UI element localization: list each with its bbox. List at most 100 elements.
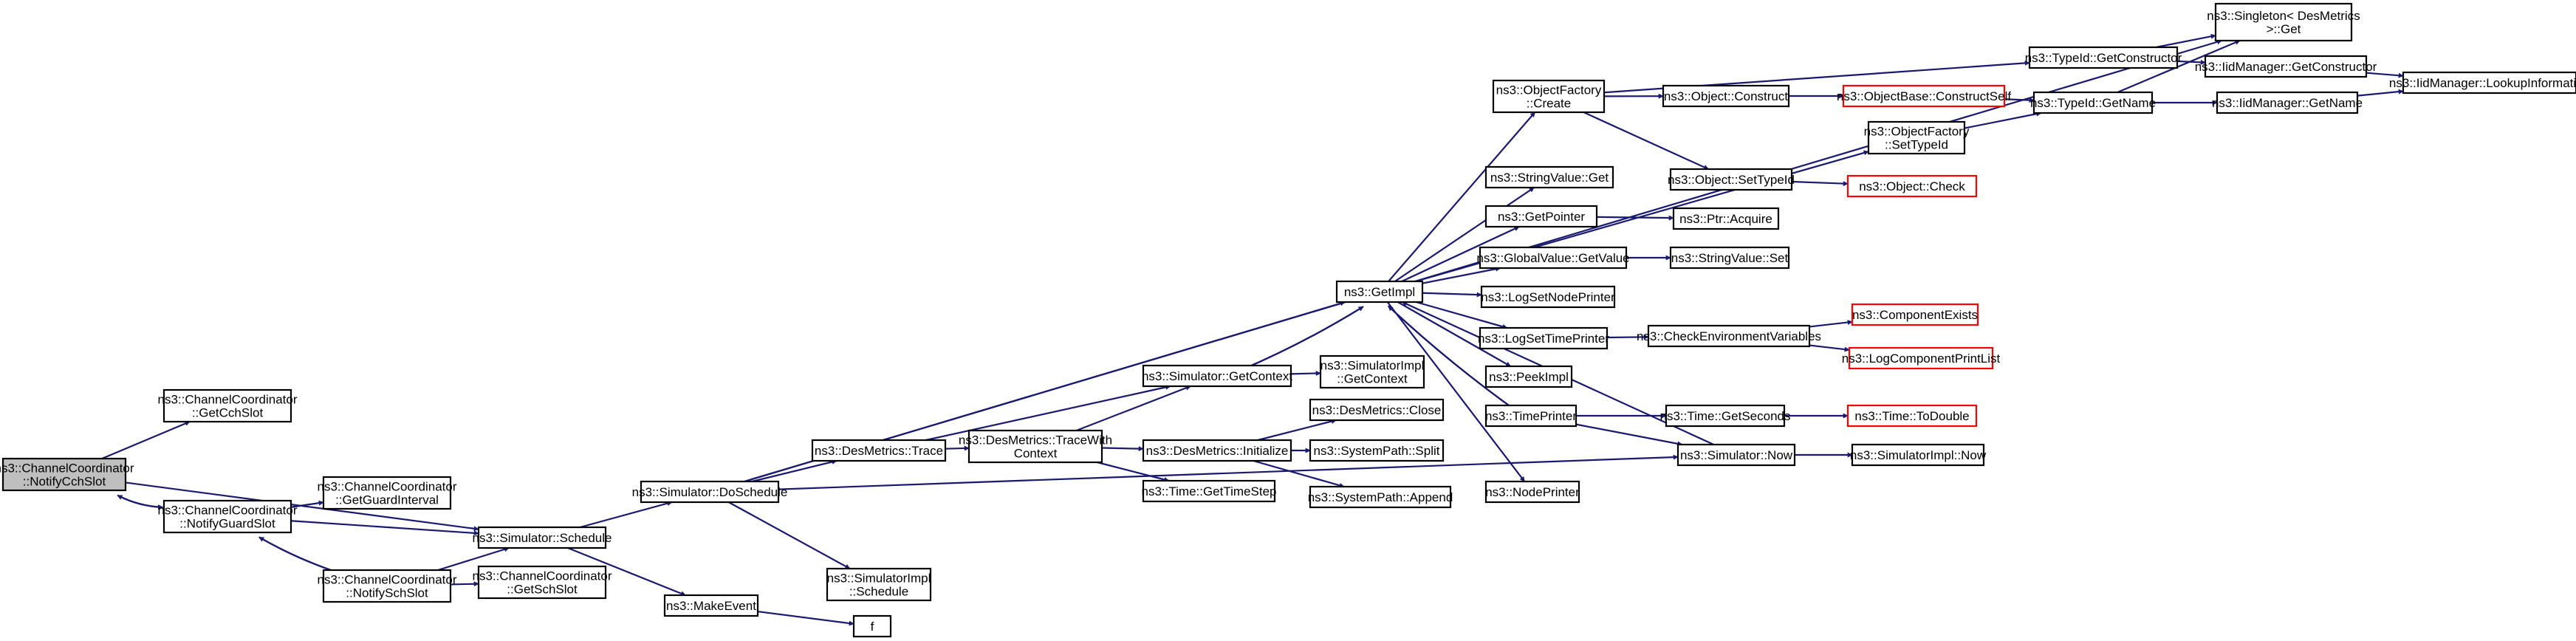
- graph-node-n9[interactable]: ns3::DesMetrics::Trace: [811, 439, 947, 462]
- node-box: [640, 480, 780, 504]
- graph-node-n40[interactable]: ns3::ObjectBase::ConstructSelf: [1837, 84, 2012, 108]
- node-label: ::GetContext: [1337, 372, 1408, 386]
- node-label: ns3::Simulator::GetContext: [1142, 369, 1292, 383]
- graph-node-n36[interactable]: ns3::CheckEnvironmentVariables: [1637, 324, 1821, 348]
- call-edge-n12-to-n15: [1097, 461, 1170, 482]
- graph-node-n46[interactable]: ns3::SimulatorImpl::Now: [1850, 443, 1987, 467]
- node-box: [1851, 443, 1985, 467]
- graph-node-n11[interactable]: f: [852, 614, 892, 638]
- graph-node-n44[interactable]: ns3::LogComponentPrintList: [1842, 346, 2001, 370]
- graph-node-n47[interactable]: ns3::IidManager::GetConstructor: [2195, 55, 2377, 78]
- graph-node-n18[interactable]: ns3::SystemPath::Split: [1309, 439, 1445, 462]
- graph-node-n21[interactable]: ns3::ObjectFactory::Create: [1492, 79, 1606, 114]
- graph-node-n25[interactable]: ns3::LogSetNodePrinter: [1480, 285, 1616, 309]
- call-edge-n12-to-n14: [1101, 446, 1144, 452]
- node-box: [1484, 165, 1614, 189]
- graph-node-n10[interactable]: ns3::SimulatorImpl::Schedule: [826, 567, 932, 602]
- node-box: [1484, 480, 1580, 504]
- call-edge-n12-to-n13: [1075, 385, 1191, 432]
- graph-node-n49[interactable]: ns3::IidManager::LookupInformation: [2389, 71, 2576, 95]
- node-label: ns3::ObjectFactory: [1864, 125, 1970, 139]
- call-edge-n8-to-n11: [757, 611, 854, 626]
- graph-node-n6[interactable]: ns3::ChannelCoordinator::GetSchSlot: [472, 565, 612, 600]
- graph-node-n37[interactable]: ns3::Time::GetSeconds: [1659, 404, 1791, 428]
- graph-node-n43[interactable]: ns3::ComponentExists: [1851, 303, 1979, 326]
- node-box: [322, 476, 452, 510]
- graph-node-n13[interactable]: ns3::Simulator::GetContext: [1142, 364, 1292, 388]
- graph-node-n3[interactable]: ns3::ChannelCoordinator::GetGuardInterva…: [317, 476, 457, 510]
- node-label: ::SetTypeId: [1885, 138, 1948, 152]
- call-edge-n5-to-n4: [437, 546, 510, 572]
- graph-node-n5[interactable]: ns3::ChannelCoordinator::NotifySchSlot: [317, 569, 457, 603]
- node-box: [1309, 439, 1445, 462]
- node-label: ns3::TypeId::GetConstructor: [2025, 51, 2182, 65]
- graph-node-n24[interactable]: ns3::GlobalValue::GetValue: [1476, 246, 1630, 270]
- node-label: ns3::Simulator::Schedule: [473, 531, 612, 545]
- graph-node-n8[interactable]: ns3::MakeEvent: [663, 594, 759, 617]
- call-edge-n40-to-n41: [2004, 97, 2035, 103]
- graph-node-n33[interactable]: ns3::Object::SetTypeId: [1668, 168, 1795, 191]
- node-label: ns3::StringValue::Get: [1490, 171, 1609, 185]
- call-edge-n7-to-n38: [778, 454, 1679, 490]
- graph-node-n31[interactable]: ns3::Object::Construct: [1662, 84, 1790, 108]
- graph-node-n0[interactable]: ns3::ChannelCoordinator::NotifyCchSlot: [0, 457, 134, 492]
- graph-node-n42[interactable]: ns3::Object::Check: [1846, 174, 1978, 198]
- call-edge-n9-to-n12: [945, 445, 970, 451]
- node-box: [967, 429, 1103, 464]
- graph-node-n15[interactable]: ns3::Time::GetTimeStep: [1142, 479, 1277, 503]
- graph-node-n7[interactable]: ns3::Simulator::DoSchedule: [632, 480, 788, 504]
- call-edge-n20-to-n27: [1397, 301, 1512, 367]
- node-box: [1676, 443, 1796, 467]
- node-box: [2214, 2, 2353, 42]
- graph-node-n30[interactable]: ns3::TypeId::GetConstructor: [2025, 46, 2182, 69]
- node-label: ns3::StringValue::Set: [1671, 251, 1789, 265]
- node-box: [1484, 404, 1578, 428]
- graph-node-n45[interactable]: ns3::Time::ToDouble: [1846, 404, 1978, 428]
- graph-node-n22[interactable]: ns3::StringValue::Get: [1484, 165, 1614, 189]
- node-box: [1665, 404, 1786, 428]
- graph-node-n2[interactable]: ns3::ChannelCoordinator::NotifyGuardSlot: [157, 499, 298, 534]
- edges-layer: [101, 33, 2404, 626]
- call-edge-n7-to-n10: [728, 501, 851, 569]
- call-edge-n48-to-n49: [2357, 89, 2404, 97]
- node-label: ns3::ChannelCoordinator: [157, 393, 297, 407]
- graph-node-n41[interactable]: ns3::TypeId::GetName: [2030, 91, 2156, 114]
- node-label: ns3::TimePrinter: [1485, 409, 1577, 423]
- graph-node-n19[interactable]: ns3::SystemPath::Append: [1308, 485, 1453, 509]
- node-box: [477, 526, 607, 549]
- node-label: ns3::Time::GetTimeStep: [1142, 484, 1277, 498]
- graph-node-n16[interactable]: ns3::SimulatorImpl::GetContext: [1319, 354, 1425, 389]
- graph-node-n28[interactable]: ns3::TimePrinter: [1484, 404, 1578, 428]
- call-edge-n5-to-n2: [258, 536, 346, 576]
- node-label: ns3::SimulatorImpl::Now: [1850, 448, 1987, 462]
- graph-node-n34[interactable]: ns3::Ptr::Acquire: [1672, 207, 1780, 230]
- node-label: ::NotifyCchSlot: [23, 475, 106, 489]
- call-edge-n21-to-n33: [1583, 111, 1709, 171]
- graph-node-n29[interactable]: ns3::NodePrinter: [1484, 480, 1580, 504]
- graph-node-n20[interactable]: ns3::GetImpl: [1335, 280, 1424, 304]
- node-label: ::Schedule: [849, 585, 908, 599]
- graph-node-n1[interactable]: ns3::ChannelCoordinator::GetCchSlot: [157, 388, 298, 423]
- graph-node-n27[interactable]: ns3::PeekImpl: [1484, 365, 1573, 388]
- graph-node-n26[interactable]: ns3::LogSetTimePrinter: [1478, 326, 1609, 350]
- node-label: ns3::IidManager::GetConstructor: [2195, 60, 2377, 74]
- call-edge-n20-to-n23: [1401, 226, 1520, 282]
- call-edge-n20-to-n22: [1394, 187, 1535, 282]
- call-edge-n5-to-n6: [450, 581, 479, 587]
- graph-node-n23[interactable]: ns3::GetPointer: [1484, 205, 1598, 228]
- call-edge-n20-to-n13: [1240, 306, 1364, 371]
- graph-node-n17[interactable]: ns3::DesMetrics::Close: [1309, 398, 1445, 422]
- call-edge-n2-to-n0: [117, 494, 163, 508]
- graph-node-n39[interactable]: ns3::Singleton< DesMetrics >::Get: [2207, 2, 2360, 42]
- call-edge-n20-to-n21: [1388, 112, 1536, 282]
- graph-node-n32[interactable]: ns3::ObjectFactory::SetTypeId: [1864, 120, 1970, 155]
- graph-node-n48[interactable]: ns3::IidManager::GetName: [2212, 91, 2363, 114]
- graph-node-n4[interactable]: ns3::Simulator::Schedule: [473, 526, 612, 549]
- call-edge-n14-to-n19: [1253, 459, 1345, 488]
- graph-node-n38[interactable]: ns3::Simulator::Now: [1676, 443, 1796, 467]
- graph-node-n14[interactable]: ns3::DesMetrics::Initialize: [1142, 439, 1292, 462]
- graph-node-n35[interactable]: ns3::StringValue::Set: [1669, 246, 1790, 270]
